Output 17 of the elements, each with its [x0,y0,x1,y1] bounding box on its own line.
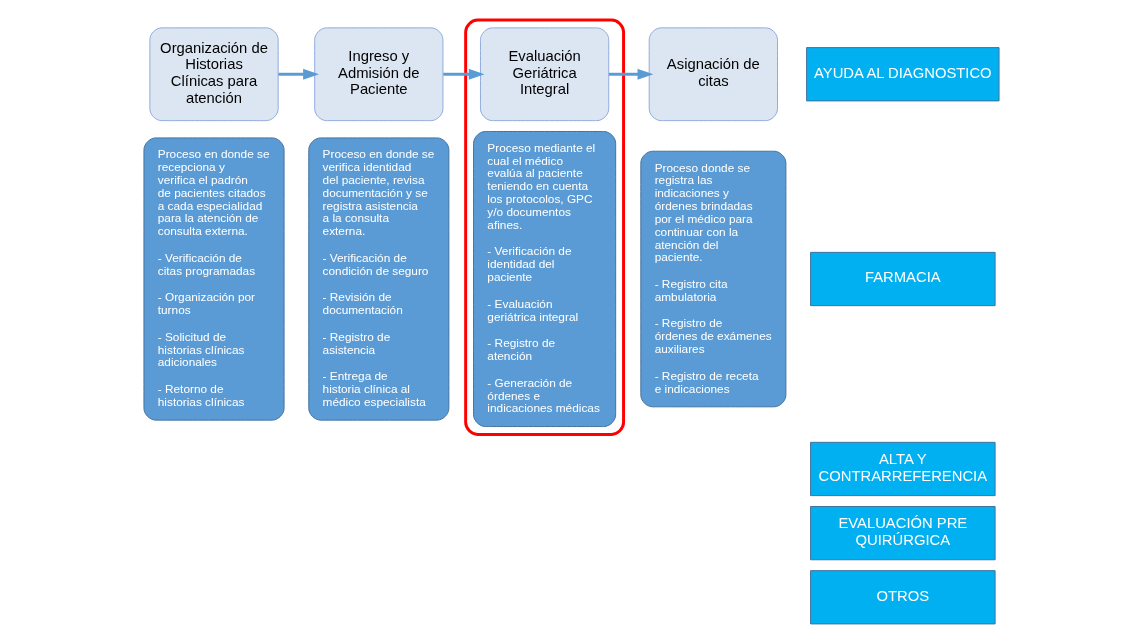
node-box: Proceso en donde se verifica identidad del paciente, revisa documentación y se registra asistencia a la consulta externa. - Verificación de condición de seguro - Revisión de documentación - Registro de asistencia - Entrega de historia clínica al médico especialista [307,137,449,421]
arrow [608,68,653,80]
node-box: Evaluación Geriátrica Integral [479,27,609,122]
node-box: Proceso mediante el cual el médico evalúa al paciente teniendo en cuenta los protocolos, GPC y/o documentos afines. - Verificación de identidad del paciente - Evaluación geriátrica integral - Registro de atención - Generación de órdenes e indicaciones médicas [472,131,616,428]
arrow [442,68,485,80]
node-box: AYUDA AL DIAGNOSTICO [805,47,1000,102]
node-box: Asignación de citas [648,27,778,122]
node-box: EVALUACIÓN PRE QUIRÚRGICA [809,506,996,561]
cluster [463,18,625,436]
node-box: FARMACIA [809,251,996,307]
node-box: Ingreso y Admisión de Paciente [313,27,443,122]
arrow [277,68,319,80]
node-box: Organización de Historias Clínicas para atención [148,27,279,122]
node-box: Proceso donde se registra las indicaciones y órdenes brindadas por el médico para continuar con la atención del paciente. - Registro cita ambulatoria - Registro de órdenes de exámenes auxiliares - Registro de receta e indicaciones [639,150,786,408]
node-box: OTROS [809,570,996,625]
node-box: ALTA Y CONTRARREFERENCIA [809,441,996,497]
node-box: Proceso en donde se recepciona y verifica el padrón de pacientes citados a cada especialidad para la atención de consulta externa. - Verificación de citas programadas - Organización por turnos - Solicitud de historias clínicas adicionales - Retorno de historias clínicas [142,137,285,421]
